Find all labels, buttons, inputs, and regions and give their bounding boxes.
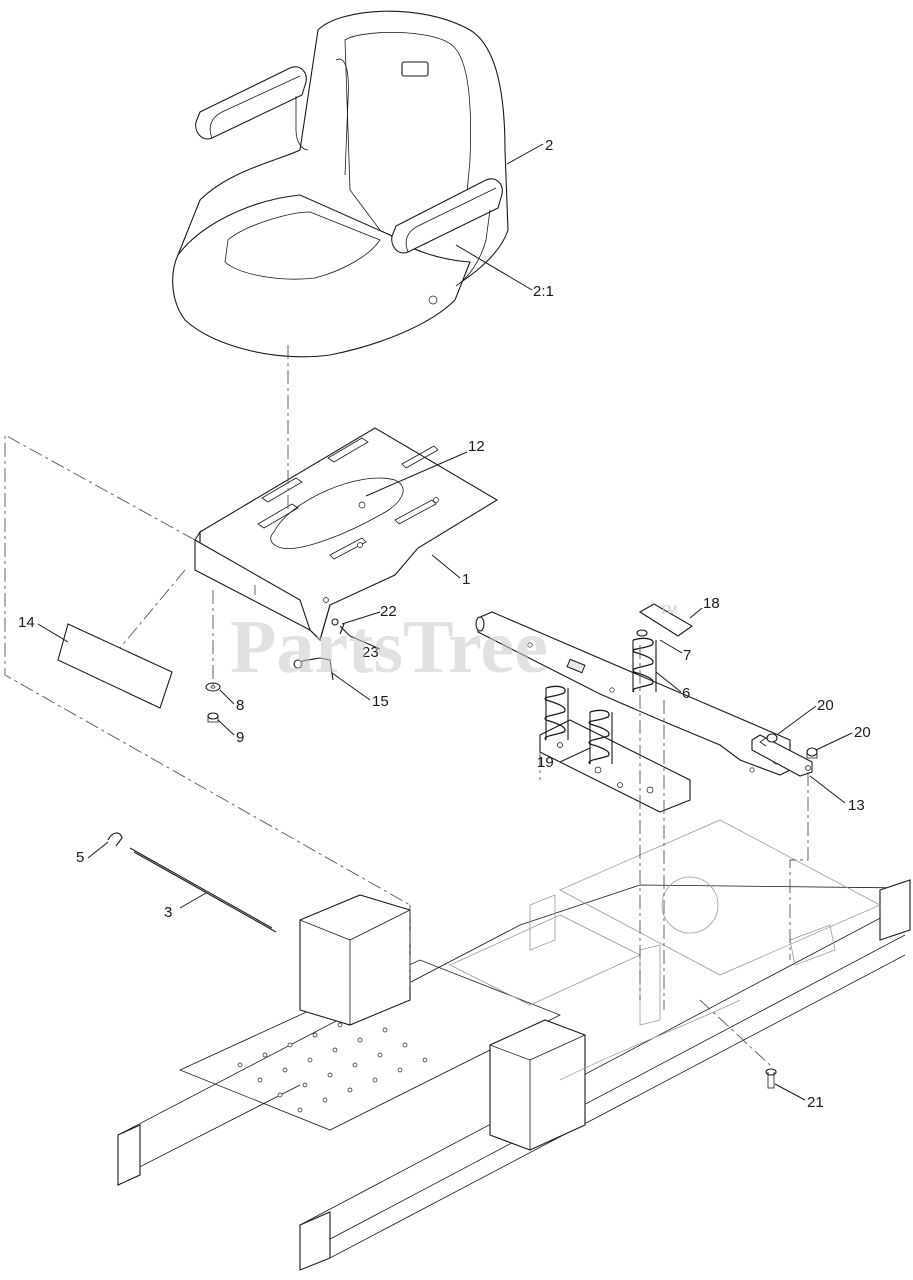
callout-8: 8	[236, 697, 244, 714]
center-stud	[358, 501, 366, 509]
base-plate-19[interactable]	[539, 719, 691, 813]
callout-15: 15	[372, 693, 389, 710]
pivot-rod-3[interactable]	[129, 847, 273, 929]
callout-22: 22	[380, 603, 397, 620]
leader-lines	[37, 143, 853, 1101]
callout-3: 3	[164, 904, 172, 921]
left-armrest[interactable]	[195, 66, 309, 151]
callout-12: 12	[468, 438, 485, 455]
bolt-20-b[interactable]	[806, 747, 818, 759]
callout-9: 9	[236, 729, 244, 746]
callout-6: 6	[682, 685, 690, 702]
spring-left[interactable]	[544, 685, 569, 741]
callout-23: 23	[362, 644, 379, 661]
clip-23[interactable]	[339, 623, 351, 637]
callout-20-b: 20	[854, 724, 871, 741]
callout-14: 14	[18, 614, 35, 631]
bracket-13[interactable]	[751, 734, 813, 777]
callout-18: 18	[703, 595, 720, 612]
pan-hole	[433, 497, 439, 503]
callout-20-a: 20	[817, 697, 834, 714]
mower-frame	[117, 819, 911, 1271]
callout-19: 19	[537, 754, 554, 771]
clip-5[interactable]	[107, 832, 123, 847]
callout-7: 7	[683, 647, 691, 664]
seat[interactable]	[172, 10, 509, 358]
callout-2-1: 2:1	[533, 283, 554, 300]
watermark-text: PartsTree	[230, 605, 548, 689]
seat-logo-badge	[401, 61, 429, 77]
bolt-9[interactable]	[207, 712, 219, 723]
bolt-21[interactable]	[765, 1068, 777, 1089]
pan-hole	[357, 542, 363, 548]
decal-14[interactable]	[57, 623, 173, 709]
callout-1: 1	[462, 571, 470, 588]
bolt-20-a[interactable]	[759, 733, 778, 747]
callout-5: 5	[76, 849, 84, 866]
watermark-trademark: TM	[660, 603, 677, 617]
watermark: PartsTree TM	[230, 603, 677, 689]
suspension-bracket[interactable]	[475, 611, 813, 813]
floor-holes	[237, 1012, 428, 1113]
nut-7[interactable]	[636, 629, 648, 637]
callout-21: 21	[807, 1094, 824, 1111]
spring-6[interactable]	[632, 637, 657, 693]
seat-pan[interactable]	[194, 427, 499, 642]
seat-stud	[428, 295, 438, 305]
pan-hole	[323, 597, 329, 603]
decal-18[interactable]	[638, 603, 694, 637]
callout-2: 2	[545, 137, 553, 154]
callout-13: 13	[848, 797, 865, 814]
spring-mid[interactable]	[588, 709, 613, 765]
alignment-lines	[4, 345, 809, 1066]
callout-labels: 2 2:1 12 1 22 23 14 8 9 15 18 7 6 20 20 …	[18, 137, 871, 1111]
right-armrest[interactable]	[391, 178, 503, 287]
pin-22[interactable]	[331, 618, 339, 626]
